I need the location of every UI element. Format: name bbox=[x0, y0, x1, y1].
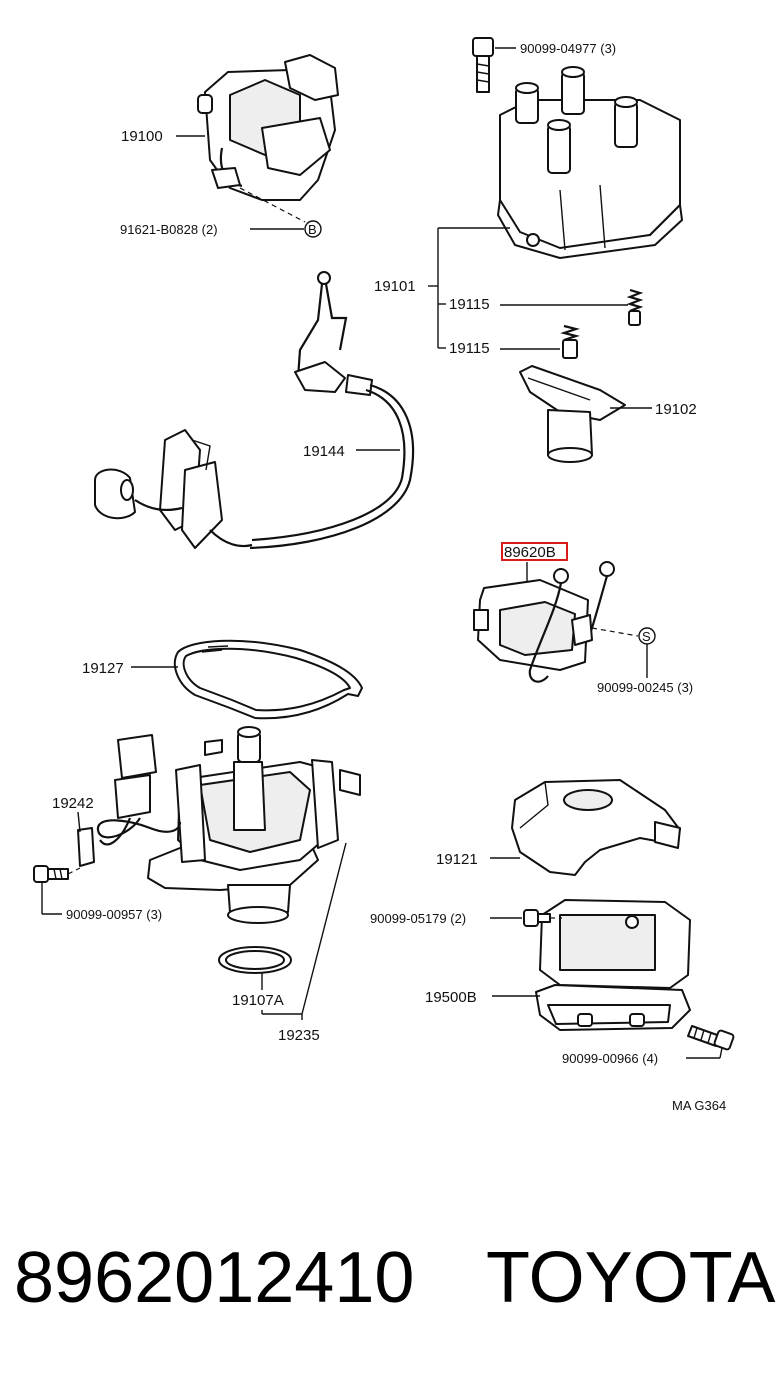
highlight-box-89620B bbox=[501, 542, 568, 561]
reference-b-icon bbox=[304, 220, 322, 238]
label-19115-carbon: 19115 bbox=[449, 340, 490, 357]
label-19115-spring: 19115 bbox=[449, 296, 490, 313]
o-ring-illustration bbox=[218, 946, 292, 974]
label-19242: 19242 bbox=[52, 795, 94, 812]
label-89620B: 89620B bbox=[504, 544, 556, 561]
symbol-b: B bbox=[308, 222, 317, 237]
label-19101: 19101 bbox=[374, 278, 416, 295]
distributor-cap-illustration bbox=[497, 66, 683, 259]
wire-harness-illustration bbox=[94, 271, 415, 550]
brand-name: TOYOTA bbox=[486, 1238, 775, 1318]
distributor-assembly-illustration bbox=[197, 54, 339, 201]
label-19500B: 19500B bbox=[425, 989, 477, 1006]
label-19107A: 19107A bbox=[232, 992, 284, 1009]
part-number: 8962012410 bbox=[14, 1238, 414, 1318]
label-19235: 19235 bbox=[278, 1027, 320, 1044]
drawing-code: MA G364 bbox=[672, 1098, 726, 1113]
label-90099-00245: 90099-00245 (3) bbox=[597, 680, 693, 695]
distributor-housing-illustration bbox=[147, 726, 361, 924]
label-19100: 19100 bbox=[121, 128, 163, 145]
label-19102: 19102 bbox=[655, 401, 697, 418]
label-90099-00966: 90099-00966 (4) bbox=[562, 1051, 658, 1066]
symbol-s: S bbox=[642, 629, 651, 644]
screw-illustration bbox=[33, 865, 69, 883]
coil-bolt-illustration bbox=[687, 1025, 735, 1051]
spring-illustration bbox=[626, 288, 644, 326]
label-19127: 19127 bbox=[82, 660, 124, 677]
ignition-coil-illustration bbox=[535, 899, 691, 1031]
label-91621-B0828: 91621-B0828 (2) bbox=[120, 222, 218, 237]
label-19144: 19144 bbox=[303, 443, 345, 460]
bolt-illustration bbox=[472, 37, 494, 93]
gasket-illustration bbox=[173, 639, 363, 720]
igniter-illustration bbox=[473, 561, 615, 683]
carbon-brush-illustration bbox=[560, 324, 580, 359]
sensor-connector-illustration bbox=[77, 734, 182, 867]
label-90099-00957: 90099-00957 (3) bbox=[66, 907, 162, 922]
label-19121: 19121 bbox=[436, 851, 478, 868]
igniter-cover-illustration bbox=[511, 779, 681, 876]
label-90099-05179: 90099-05179 (2) bbox=[370, 911, 466, 926]
rotor-illustration bbox=[519, 365, 626, 463]
label-90099-04977: 90099-04977 (3) bbox=[520, 41, 616, 56]
